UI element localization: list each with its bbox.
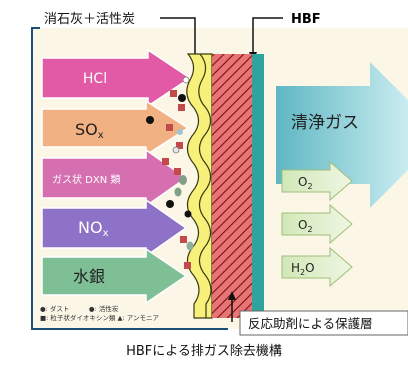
- hbf-filter: [252, 54, 264, 318]
- input-arrow-sox: SOx: [41, 99, 190, 157]
- particle-ammonia: [186, 241, 194, 251]
- particle-activated-carbon: [166, 200, 174, 208]
- protective-layer-pointer-head: [228, 291, 236, 300]
- hbf-pointer: [252, 17, 283, 56]
- legend-line-2: ■: 粒子状ダイオキシン類 ▲: アンモニア: [40, 313, 159, 322]
- particle-dioxin: [184, 262, 191, 269]
- particle-dioxin: [180, 236, 187, 243]
- input-label-hcl: HCl: [83, 71, 107, 87]
- particle-ammonia: [174, 187, 182, 197]
- input-arrow-nox: NOx: [41, 198, 188, 258]
- dust-cake-layer: [186, 53, 213, 319]
- particle-activated-carbon: [184, 210, 192, 218]
- input-label-dxn: ガス状 DXN 類: [52, 173, 120, 186]
- particle-ammonia: [179, 175, 187, 185]
- output-arrow-o2-1-shape: [281, 160, 353, 202]
- caption: HBFによる排ガス除去機構: [126, 344, 282, 359]
- protective-layer: [212, 54, 252, 318]
- legend-line-1: ●: ダスト ●: 活性炭: [40, 304, 119, 313]
- protective-layer-label: 反応助剤による保護層: [248, 316, 373, 331]
- particle-dust: [177, 129, 183, 135]
- clean-gas-label: 清浄ガス: [291, 113, 359, 133]
- hbf-label: HBF: [291, 12, 321, 27]
- output-arrow-o2-1: O2: [281, 160, 353, 202]
- particle-activated-carbon: [146, 116, 154, 124]
- top-left-pointer: [160, 17, 196, 60]
- output-arrow-o2-2-shape: [281, 203, 353, 245]
- input-label-sox: SOx: [75, 120, 104, 141]
- particle-dust: [182, 76, 190, 84]
- particle-dioxin: [162, 158, 169, 165]
- output-label-o2-2: O2: [298, 218, 313, 234]
- input-label-mercury: 水銀: [73, 267, 105, 286]
- output-label-h2o: H2O: [291, 261, 315, 277]
- top-left-label: 消石灰＋活性炭: [44, 12, 135, 27]
- particle-activated-carbon: [178, 94, 186, 102]
- input-label-nox: NOx: [78, 218, 109, 239]
- particle-dust: [172, 146, 180, 154]
- dust-cake-wave: [198, 53, 212, 318]
- protective-layer-label-box: [239, 310, 408, 336]
- input-arrow-hcl: HCl: [41, 48, 192, 108]
- output-arrow-h2o-shape: [281, 246, 353, 288]
- input-arrow-dxn: ガス状 DXN 類: [41, 148, 188, 208]
- output-arrow-h2o: H2O: [281, 246, 353, 288]
- legend: ●: ダスト ●: 活性炭 ■: 粒子状ダイオキシン類 ▲: アンモニア: [40, 304, 159, 322]
- output-label-o2-1: O2: [298, 175, 313, 191]
- particles: [146, 76, 194, 269]
- particle-dioxin: [178, 104, 185, 111]
- particle-dioxin: [174, 168, 181, 175]
- particle-dioxin: [176, 142, 183, 149]
- input-arrow-mercury: 水銀: [41, 247, 188, 305]
- particle-dioxin: [166, 124, 173, 131]
- output-arrow-o2-2: O2: [281, 203, 353, 245]
- particle-dioxin: [170, 90, 177, 97]
- diagram-frame: [31, 27, 228, 330]
